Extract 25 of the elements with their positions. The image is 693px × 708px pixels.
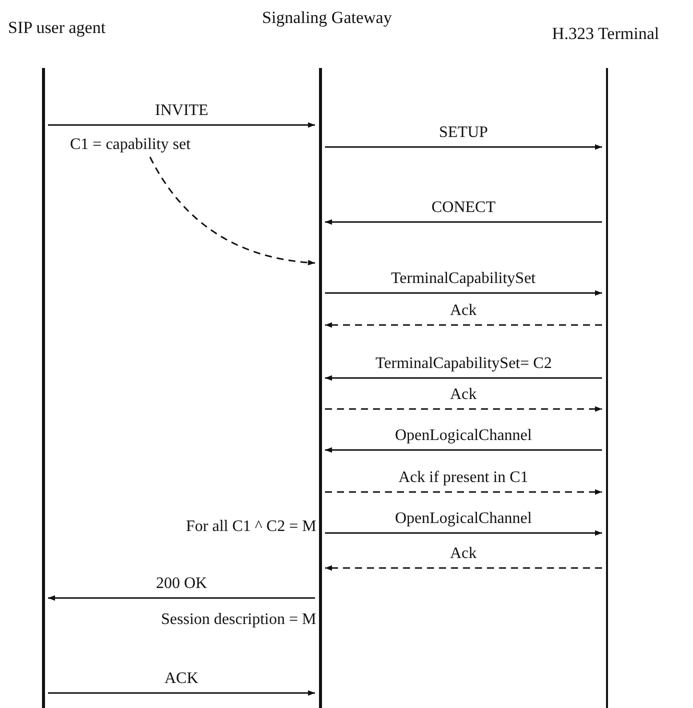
message-label: TerminalCapabilitySet= C2 xyxy=(374,355,554,373)
note-text: For all C1 ^ C2 = M xyxy=(186,518,316,536)
participant-name: Signaling Gateway xyxy=(262,8,392,28)
participant-name: SIP user agent xyxy=(8,18,106,38)
arrow xyxy=(325,406,602,412)
note-text: C1 = capability set xyxy=(70,136,191,154)
arrow xyxy=(325,219,602,225)
participant-name: H.323 Terminal xyxy=(552,24,660,44)
arrow xyxy=(325,447,602,453)
arrow xyxy=(149,156,316,266)
arrow xyxy=(325,290,602,296)
arrow xyxy=(325,375,602,381)
arrow xyxy=(325,489,602,495)
arrow xyxy=(48,122,315,128)
message-label: OpenLogicalChannel xyxy=(393,510,534,528)
message-label: TerminalCapabilitySet xyxy=(389,270,538,288)
arrow xyxy=(48,690,315,696)
arrow xyxy=(48,595,315,601)
message-label: OpenLogicalChannel xyxy=(393,427,534,445)
arrow xyxy=(325,144,602,150)
arrow xyxy=(325,565,602,571)
arrow xyxy=(325,322,602,328)
arrow xyxy=(325,530,602,536)
message-label: Ack if present in C1 xyxy=(396,469,530,487)
note-text: Session description = M xyxy=(161,611,316,629)
